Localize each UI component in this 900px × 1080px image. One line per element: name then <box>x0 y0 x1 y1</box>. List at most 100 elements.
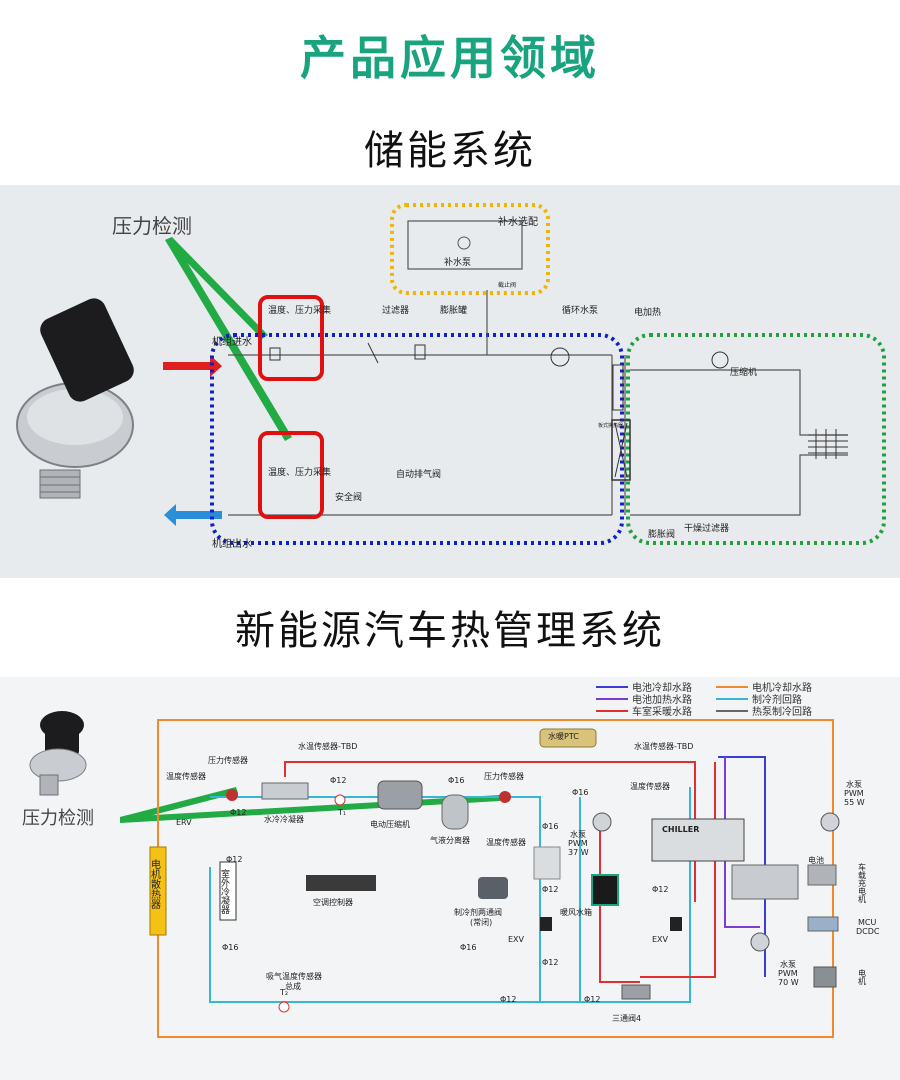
label-expansion-valve: 膨胀阀 <box>648 528 675 540</box>
label-circulation-pump: 循环水泵 <box>562 304 598 316</box>
section-title-energy-storage: 储能系统 <box>364 128 536 174</box>
label-compressor: 压缩机 <box>730 366 757 378</box>
t-sensor-suction <box>278 1001 290 1013</box>
label-chiller: CHILLER <box>662 825 699 834</box>
label-pressure-sensor-left: 压力传感器 <box>208 755 248 765</box>
label-phi: Φ16 <box>572 788 588 797</box>
label-heater-core: 暖风水箱 <box>560 907 592 917</box>
heater-core-frame <box>533 846 561 880</box>
exv-left <box>540 917 552 931</box>
page-title: 产品应用领域 <box>300 31 600 85</box>
label-expansion-tank: 膨胀罐 <box>440 304 467 316</box>
label-phi: Φ16 <box>460 943 476 952</box>
label-motor-radiator: 电机散热器 <box>149 858 161 910</box>
pressure-sensor-mid <box>499 791 511 803</box>
legend-item: 热泵制冷回路 <box>752 705 812 718</box>
motor <box>813 966 837 988</box>
heater-core <box>591 874 619 906</box>
label-water-temp-sensor-left: 水温传感器-TBD <box>298 741 357 751</box>
label-water-temp-sensor-right: 水温传感器-TBD <box>634 741 693 751</box>
exv-right <box>670 917 682 931</box>
label-check-valve: 截止阀 <box>498 281 516 289</box>
label-safety-valve: 安全阀 <box>335 491 362 503</box>
label-battery: 电池 <box>808 855 824 865</box>
label-phi: Φ12 <box>584 995 600 1004</box>
label-exv-left: EXV <box>508 935 525 944</box>
section-title-ev-thermal: 新能源汽车热管理系统 <box>235 608 665 654</box>
three-way-valve <box>621 984 651 1000</box>
label-filter: 过滤器 <box>382 304 409 316</box>
label-temp-pressure-bottom: 温度、压力采集 <box>268 466 331 478</box>
outdoor-condenser <box>219 861 237 921</box>
label-temp-pressure-top: 温度、压力采集 <box>268 304 331 316</box>
ac-controller <box>306 875 376 891</box>
t-sensor <box>334 794 346 806</box>
motor-radiator <box>149 846 167 936</box>
label-phi: Φ12 <box>330 776 346 785</box>
label-auto-vent: 自动排气阀 <box>396 468 441 480</box>
mcu-dcdc <box>807 916 839 932</box>
pressure-sensor-image <box>16 298 134 499</box>
label-makeup-pump: 补水泵 <box>444 256 471 268</box>
inlet-arrow <box>163 355 222 377</box>
label-temp-sensor-mid: 温度传感器 <box>486 837 526 847</box>
label-onboard-charger: 车载充电机 <box>858 862 867 904</box>
label-phi: Φ12 <box>230 808 246 817</box>
legend-item: 车室采暖水路 <box>632 705 692 718</box>
label-phi: Φ16 <box>448 776 464 785</box>
label-ac-controller: 空调控制器 <box>313 897 353 907</box>
chiller <box>651 818 745 862</box>
label-exv-right: EXV <box>652 935 669 944</box>
label-phi: Φ12 <box>542 885 558 894</box>
pressure-sensor-left <box>226 789 238 801</box>
pressure-sensor-image-small <box>29 711 87 796</box>
legend-item: 电机冷却水路 <box>752 681 812 694</box>
legend-item: 制冷剂回路 <box>752 693 802 706</box>
label-temp-sensor-right: 温度传感器 <box>630 781 670 791</box>
energy-storage-diagram: 压力检测 补水选配 补水泵 截止阀 机组进水 机组出水 温度、压力采集 温度 <box>0 185 900 578</box>
label-phi: Φ12 <box>500 995 516 1004</box>
label-temp-sensor-left: 温度传感器 <box>166 771 206 781</box>
label-dry-filter: 干燥过滤器 <box>684 522 729 534</box>
label-phi: Φ12 <box>226 855 242 864</box>
pump-37w <box>592 812 612 832</box>
pressure-detection-callout: 压力检测 <box>112 214 192 238</box>
label-water-ptc: 水暖PTC <box>548 731 579 741</box>
label-outlet: 机组出水 <box>212 537 252 550</box>
legend-item: 电池加热水路 <box>632 693 692 706</box>
highlight-box-top <box>258 295 324 381</box>
label-pressure-sensor-mid: 压力传感器 <box>484 771 524 781</box>
label-suction-sensor-sub: 总成 <box>285 981 301 991</box>
label-phi: Φ12 <box>542 958 558 967</box>
ev-thermal-diagram: 压力检测 电池冷却水路 电池加热水路 车室采暖水路 电机冷却水路 制冷剂回路 热… <box>0 677 900 1080</box>
label-plate-exchanger: 板式换热器 <box>598 422 623 429</box>
battery <box>731 864 799 900</box>
label-suction-sensor: 吸气温度传感器 <box>266 971 322 981</box>
onboard-charger <box>807 864 837 886</box>
label-motor: 电机 <box>858 968 867 986</box>
label-erv: ERV <box>176 818 192 827</box>
legend: 电池冷却水路 电池加热水路 车室采暖水路 电机冷却水路 制冷剂回路 热泵制冷回路 <box>596 681 812 718</box>
outlet-arrow <box>164 504 222 526</box>
label-water-cooled-condenser: 水冷冷凝器 <box>264 814 304 824</box>
pump-55w <box>820 812 840 832</box>
label-outdoor-condenser: 室外冷凝器 <box>219 868 230 914</box>
highlight-box-bottom <box>258 431 324 519</box>
gas-liquid-separator <box>441 794 469 830</box>
label-phi: Φ16 <box>222 943 238 952</box>
label-inlet: 机组进水 <box>212 335 252 348</box>
pump-70w <box>750 932 770 952</box>
label-phi: Φ16 <box>542 822 558 831</box>
electric-compressor <box>377 780 423 810</box>
label-refrigerant-valve: 制冷剂两通阀 <box>454 907 502 917</box>
label-refrigerant-valve-sub: (常闭) <box>470 918 492 927</box>
water-cooled-condenser <box>261 782 309 800</box>
refrigerant-valve <box>478 877 508 899</box>
label-electric-compressor: 电动压缩机 <box>370 819 410 829</box>
label-phi: Φ12 <box>652 885 668 894</box>
label-t1: T₁ <box>337 808 346 817</box>
